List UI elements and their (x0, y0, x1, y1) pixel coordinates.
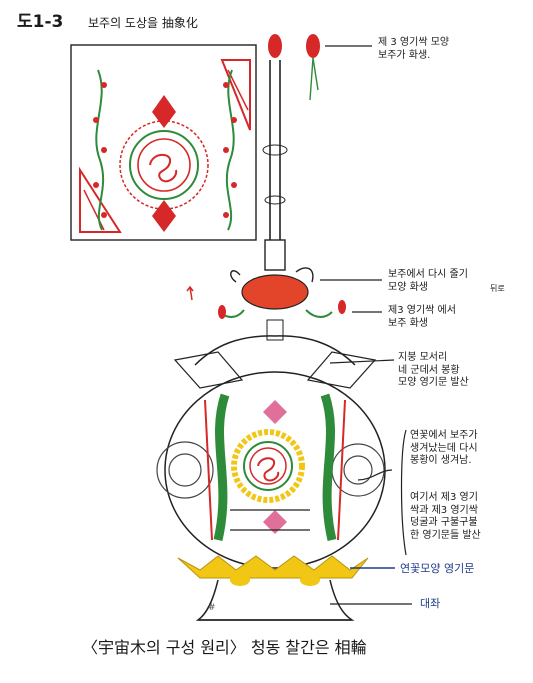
top-jewels (268, 34, 372, 101)
annotation-lines (329, 359, 407, 556)
panel-title: 보주의 도상을 抽象化 (88, 16, 198, 30)
annotation-back: 뒤로 (490, 284, 505, 293)
annotation-top-jewels: 제 3 영기싹 모양 보주가 화생. (378, 37, 450, 61)
annotation-pedestal: 대좌 (420, 597, 441, 610)
annotation-emanation: 여기서 제3 영기 싹과 제3 영기싹 덩굴과 구불구불 한 영기문들 발산 (410, 492, 481, 541)
annotation-lotus-jewel: 연꽃에서 보주가 생겨났는데 다시 봉황이 생겨남. (410, 430, 478, 466)
annotation-sprout: 제3 영기싹 에서 보주 화생 (388, 305, 456, 329)
pedestal: # (195, 579, 412, 621)
stupa-body (156, 319, 386, 569)
annotation-middle-jewel: 보주에서 다시 줄기 모양 화생 (388, 269, 468, 293)
lotus-base (177, 555, 395, 586)
mast (262, 60, 288, 271)
middle-jewel (186, 267, 382, 319)
figure-caption: 〈宇宙木의 구성 원리〉 청동 찰간은 相輪 (82, 638, 367, 657)
annotation-roof: 지붕 모서리 네 군데서 봉황 모양 영기문 발산 (398, 352, 469, 388)
annotation-lotus-base: 연꽃모양 영기문 (400, 562, 475, 575)
abstract-panel (70, 44, 257, 241)
svg-text:#: # (208, 603, 216, 613)
figure-label: 도1-3 (17, 12, 64, 32)
